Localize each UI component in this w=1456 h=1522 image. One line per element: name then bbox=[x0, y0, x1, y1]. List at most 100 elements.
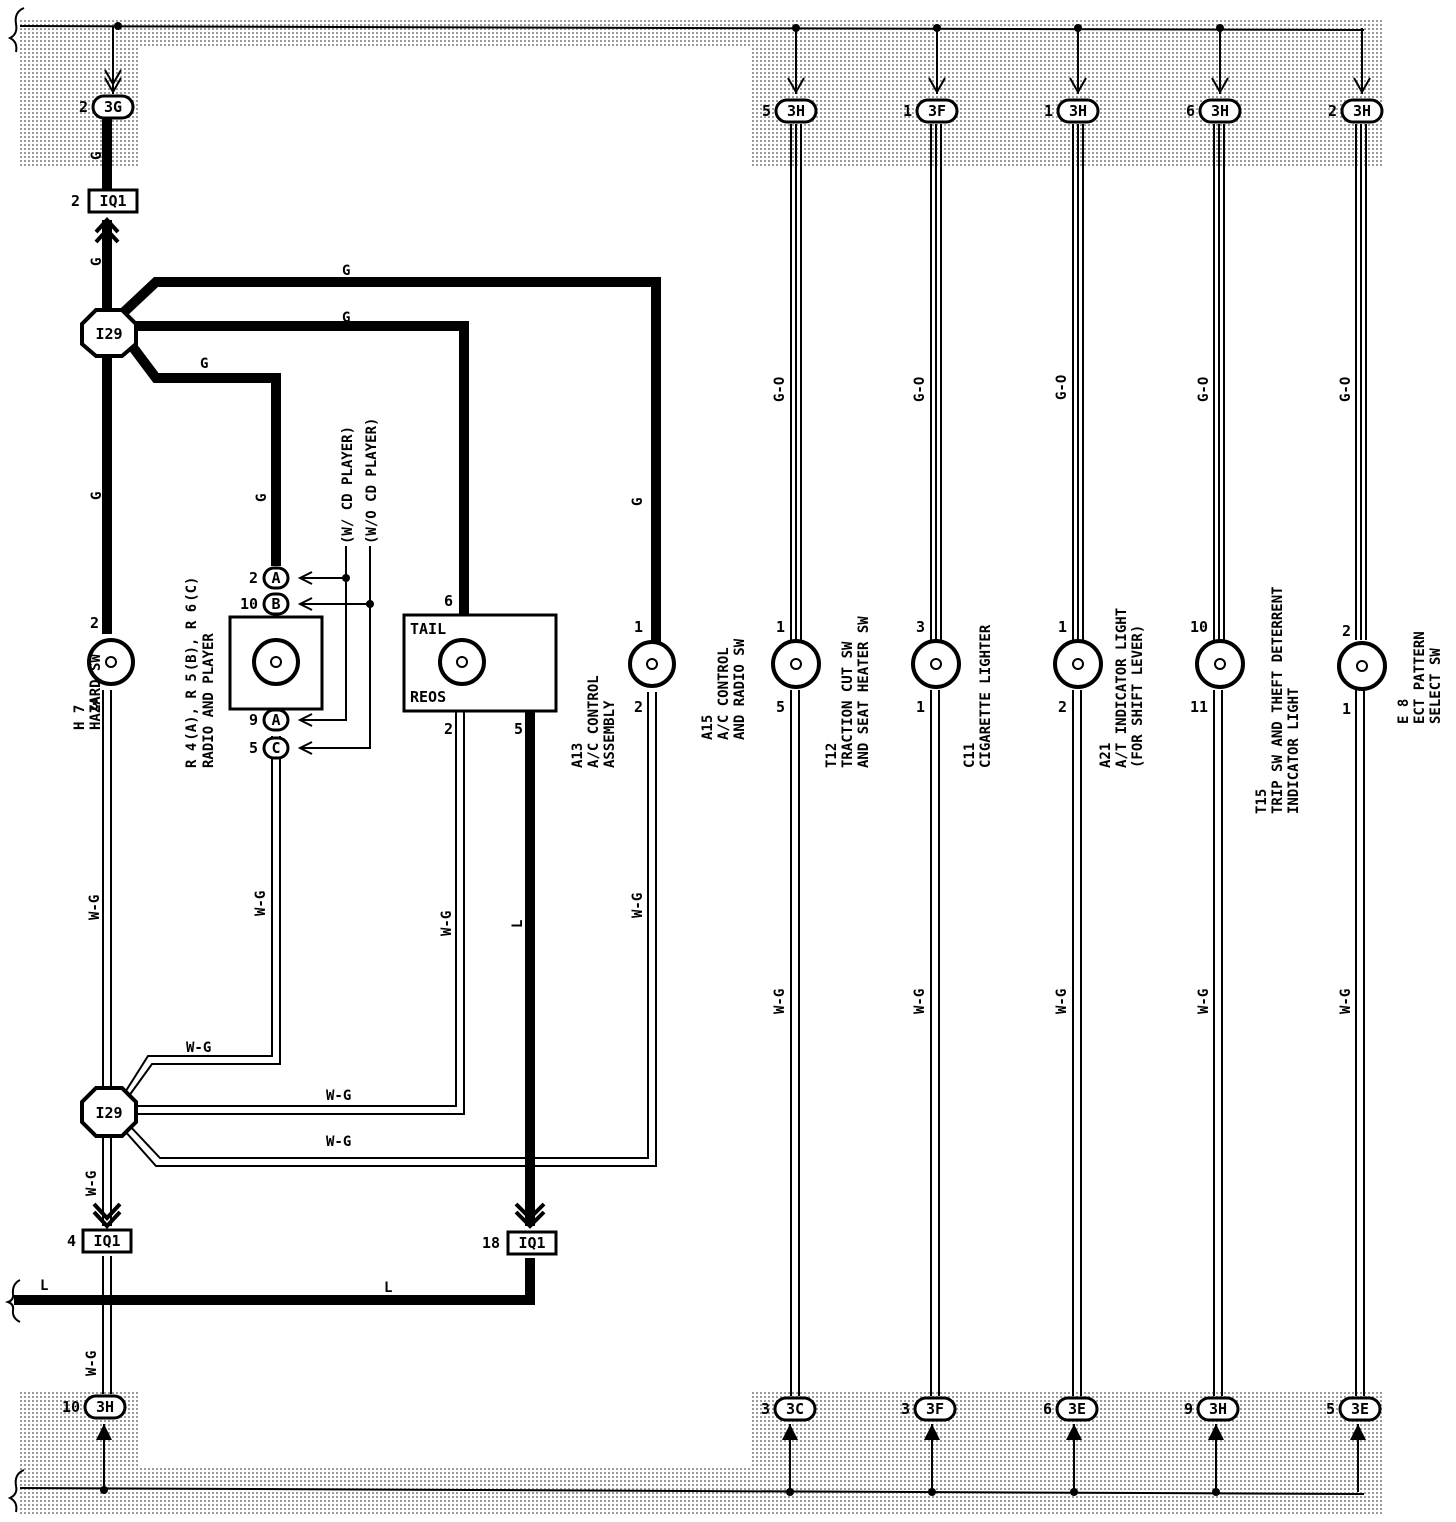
connector-3h-t12-top: 3H 5 bbox=[762, 98, 818, 124]
svg-text:ASSEMBLY: ASSEMBLY bbox=[602, 700, 618, 768]
svg-text:6: 6 bbox=[1043, 1400, 1052, 1418]
bottom-brace bbox=[7, 1469, 25, 1513]
svg-text:W-G: W-G bbox=[326, 1088, 351, 1104]
svg-text:A13: A13 bbox=[570, 743, 586, 768]
svg-text:IQ1: IQ1 bbox=[518, 1234, 545, 1252]
svg-text:G: G bbox=[200, 356, 208, 372]
tail-terminal: TAIL bbox=[410, 620, 446, 638]
bus-lines bbox=[4, 7, 1365, 1513]
svg-text:2: 2 bbox=[79, 98, 88, 116]
svg-text:L: L bbox=[510, 920, 526, 928]
h7-bulb-icon bbox=[87, 638, 135, 686]
svg-text:B: B bbox=[271, 595, 280, 613]
svg-text:W-G: W-G bbox=[439, 911, 455, 936]
t12-label: T12 TRACTION CUT SW AND SEAT HEATER SW bbox=[824, 616, 872, 768]
svg-text:L: L bbox=[40, 1278, 48, 1294]
a21-bulb-icon bbox=[1053, 639, 1103, 689]
svg-text:3H: 3H bbox=[1209, 1400, 1227, 1418]
svg-text:3: 3 bbox=[916, 618, 925, 636]
connector-iq1-top: IQ1 2 bbox=[71, 188, 139, 214]
svg-text:G: G bbox=[89, 152, 105, 160]
svg-text:1: 1 bbox=[1044, 102, 1053, 120]
svg-text:H 7: H 7 bbox=[72, 705, 88, 730]
svg-text:G-O: G-O bbox=[912, 377, 928, 402]
reos-terminal: REOS bbox=[410, 688, 446, 706]
svg-text:W-G: W-G bbox=[1338, 989, 1354, 1014]
svg-text:E 8: E 8 bbox=[1396, 699, 1412, 724]
svg-text:2: 2 bbox=[1342, 622, 1351, 640]
svg-text:2: 2 bbox=[71, 192, 80, 210]
svg-text:3E: 3E bbox=[1351, 1400, 1369, 1418]
component-labels: H 7 HAZARD SW R 4(A), R 5(B), R 6(C) RAD… bbox=[72, 577, 1444, 815]
t15-bulb-icon bbox=[1195, 639, 1245, 689]
svg-text:C11: C11 bbox=[962, 743, 978, 768]
svg-text:AND SEAT HEATER SW: AND SEAT HEATER SW bbox=[856, 616, 872, 768]
svg-text:R 4(A), R 5(B), R 6(C): R 4(A), R 5(B), R 6(C) bbox=[184, 577, 200, 769]
wires-right bbox=[790, 124, 1367, 1396]
svg-text:1: 1 bbox=[1058, 618, 1067, 636]
top-brace bbox=[7, 7, 25, 53]
svg-text:IQ1: IQ1 bbox=[99, 192, 126, 210]
junction-label: I29 bbox=[95, 325, 122, 343]
svg-text:W-G: W-G bbox=[1054, 989, 1070, 1014]
junction-label: I29 bbox=[95, 1104, 122, 1122]
a15-bulb-icon bbox=[628, 640, 676, 688]
svg-text:5: 5 bbox=[762, 102, 771, 120]
connector-3f-c11-bottom: 3F 3 bbox=[901, 1396, 957, 1422]
svg-text:3: 3 bbox=[761, 1400, 770, 1418]
svg-text:G-O: G-O bbox=[1054, 375, 1070, 400]
a13-bulb-icon bbox=[438, 638, 486, 686]
svg-text:IQ1: IQ1 bbox=[93, 1232, 120, 1250]
svg-text:4: 4 bbox=[67, 1232, 76, 1250]
svg-text:TRACTION CUT SW: TRACTION CUT SW bbox=[840, 641, 856, 768]
svg-text:G-O: G-O bbox=[772, 377, 788, 402]
svg-text:3C: 3C bbox=[786, 1400, 804, 1418]
svg-text:W-G: W-G bbox=[186, 1040, 211, 1056]
mid-brace bbox=[4, 1279, 21, 1323]
svg-text:W-G: W-G bbox=[253, 891, 269, 916]
a15-label: A15 A/C CONTROL AND RADIO SW bbox=[700, 638, 748, 740]
wire-labels-vertical: G G G G G W-G W-G W-G W-G L W-G W-G G-O … bbox=[84, 152, 1354, 1376]
svg-text:W-G: W-G bbox=[87, 895, 103, 920]
r4-label: R 4(A), R 5(B), R 6(C) RADIO AND PLAYER bbox=[184, 577, 217, 769]
svg-text:G: G bbox=[89, 258, 105, 266]
without-cd-label: (W/O CD PLAYER) bbox=[364, 418, 380, 544]
bulb-filaments bbox=[105, 656, 1368, 672]
svg-text:5: 5 bbox=[514, 720, 523, 738]
svg-text:A/C CONTROL: A/C CONTROL bbox=[586, 675, 602, 768]
bulbs bbox=[87, 638, 1387, 691]
radio-bulb-icon bbox=[252, 638, 300, 686]
connector-3h-e8-top: 3H 2 bbox=[1328, 98, 1384, 124]
svg-text:A21: A21 bbox=[1098, 743, 1114, 768]
svg-text:6: 6 bbox=[444, 592, 453, 610]
bus-arrowheads bbox=[96, 22, 1366, 1496]
svg-text:CIGARETTE LIGHTER: CIGARETTE LIGHTER bbox=[978, 624, 994, 768]
pin-numbers: 2 3 6 2 5 1 2 1 5 3 1 1 2 10 11 2 1 bbox=[90, 592, 1351, 738]
svg-text:3H: 3H bbox=[1353, 102, 1371, 120]
svg-text:A: A bbox=[271, 569, 280, 587]
svg-text:3H: 3H bbox=[96, 1398, 114, 1416]
svg-text:T15: T15 bbox=[1254, 789, 1270, 814]
svg-text:A/T INDICATOR LIGHT: A/T INDICATOR LIGHT bbox=[1114, 608, 1130, 768]
svg-text:G: G bbox=[254, 494, 270, 502]
connector-3h-a21-top: 3H 1 bbox=[1044, 98, 1100, 124]
connector-3e-a21-bottom: 3E 6 bbox=[1043, 1396, 1099, 1422]
e8-bulb-icon bbox=[1337, 641, 1387, 691]
svg-text:3F: 3F bbox=[928, 102, 946, 120]
svg-text:G: G bbox=[342, 310, 350, 326]
svg-text:2: 2 bbox=[1328, 102, 1337, 120]
svg-text:9: 9 bbox=[249, 711, 258, 729]
svg-text:INDICATOR LIGHT: INDICATOR LIGHT bbox=[1286, 688, 1302, 814]
svg-text:9: 9 bbox=[1184, 1400, 1193, 1418]
svg-text:1: 1 bbox=[916, 698, 925, 716]
shaded-zones bbox=[20, 18, 1382, 1514]
c11-bulb-icon bbox=[911, 639, 961, 689]
t12-bulb-icon bbox=[771, 639, 821, 689]
connector-3c-t12-bottom: 3C 3 bbox=[761, 1396, 817, 1422]
svg-text:G: G bbox=[89, 492, 105, 500]
svg-text:T12: T12 bbox=[824, 743, 840, 768]
svg-text:HAZARD SW: HAZARD SW bbox=[88, 654, 104, 730]
svg-text:5: 5 bbox=[776, 698, 785, 716]
connector-3h-bottom-left: 3H 10 bbox=[62, 1394, 127, 1420]
svg-text:W-G: W-G bbox=[84, 1171, 100, 1196]
